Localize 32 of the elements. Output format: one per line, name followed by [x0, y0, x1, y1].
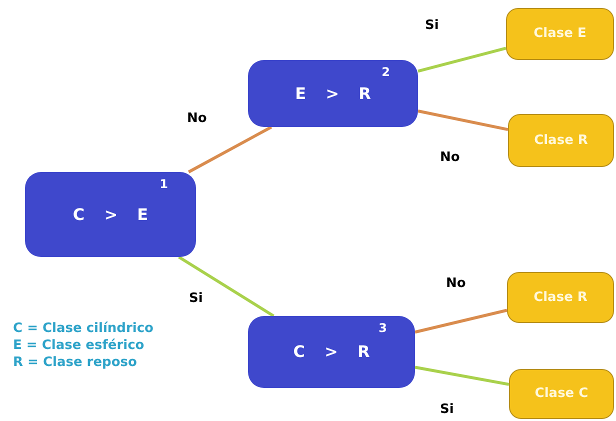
class-name: Clase C: [534, 385, 588, 404]
decision-box: [248, 316, 415, 388]
decision-box: [25, 172, 196, 257]
edge-label: Si: [440, 403, 454, 416]
edge-label: No: [187, 112, 207, 125]
condition-text: E > R: [295, 82, 371, 104]
connector-line: [418, 110, 508, 132]
legend-note: R = Clase reposo: [13, 354, 138, 371]
connector-line: [178, 256, 274, 318]
class-box: [509, 369, 614, 419]
decision-box: [248, 60, 418, 127]
edge-label: No: [446, 277, 466, 290]
legend-note: E = Clase esférico: [13, 337, 146, 354]
class-name: Clase R: [534, 132, 588, 150]
connector-line: [414, 366, 510, 386]
legend-note: C = Clase cilíndrico: [13, 320, 154, 337]
edge-label: Si: [425, 19, 439, 32]
class-box: [507, 272, 614, 323]
condition-text: C > R: [293, 341, 370, 363]
connector-line: [414, 308, 508, 334]
connector-line: [188, 126, 272, 174]
condition-text: C > E: [72, 204, 148, 226]
node-number: 3: [378, 322, 387, 334]
class-name: Clase E: [534, 25, 586, 44]
edge-label: Si: [189, 292, 203, 305]
class-box: [506, 8, 614, 60]
edge-label: No: [440, 151, 460, 164]
class-name: Clase R: [534, 288, 588, 307]
connector-line: [418, 46, 506, 73]
node-number: 2: [382, 66, 390, 78]
class-box: [508, 114, 614, 167]
node-number: 1: [160, 178, 168, 190]
